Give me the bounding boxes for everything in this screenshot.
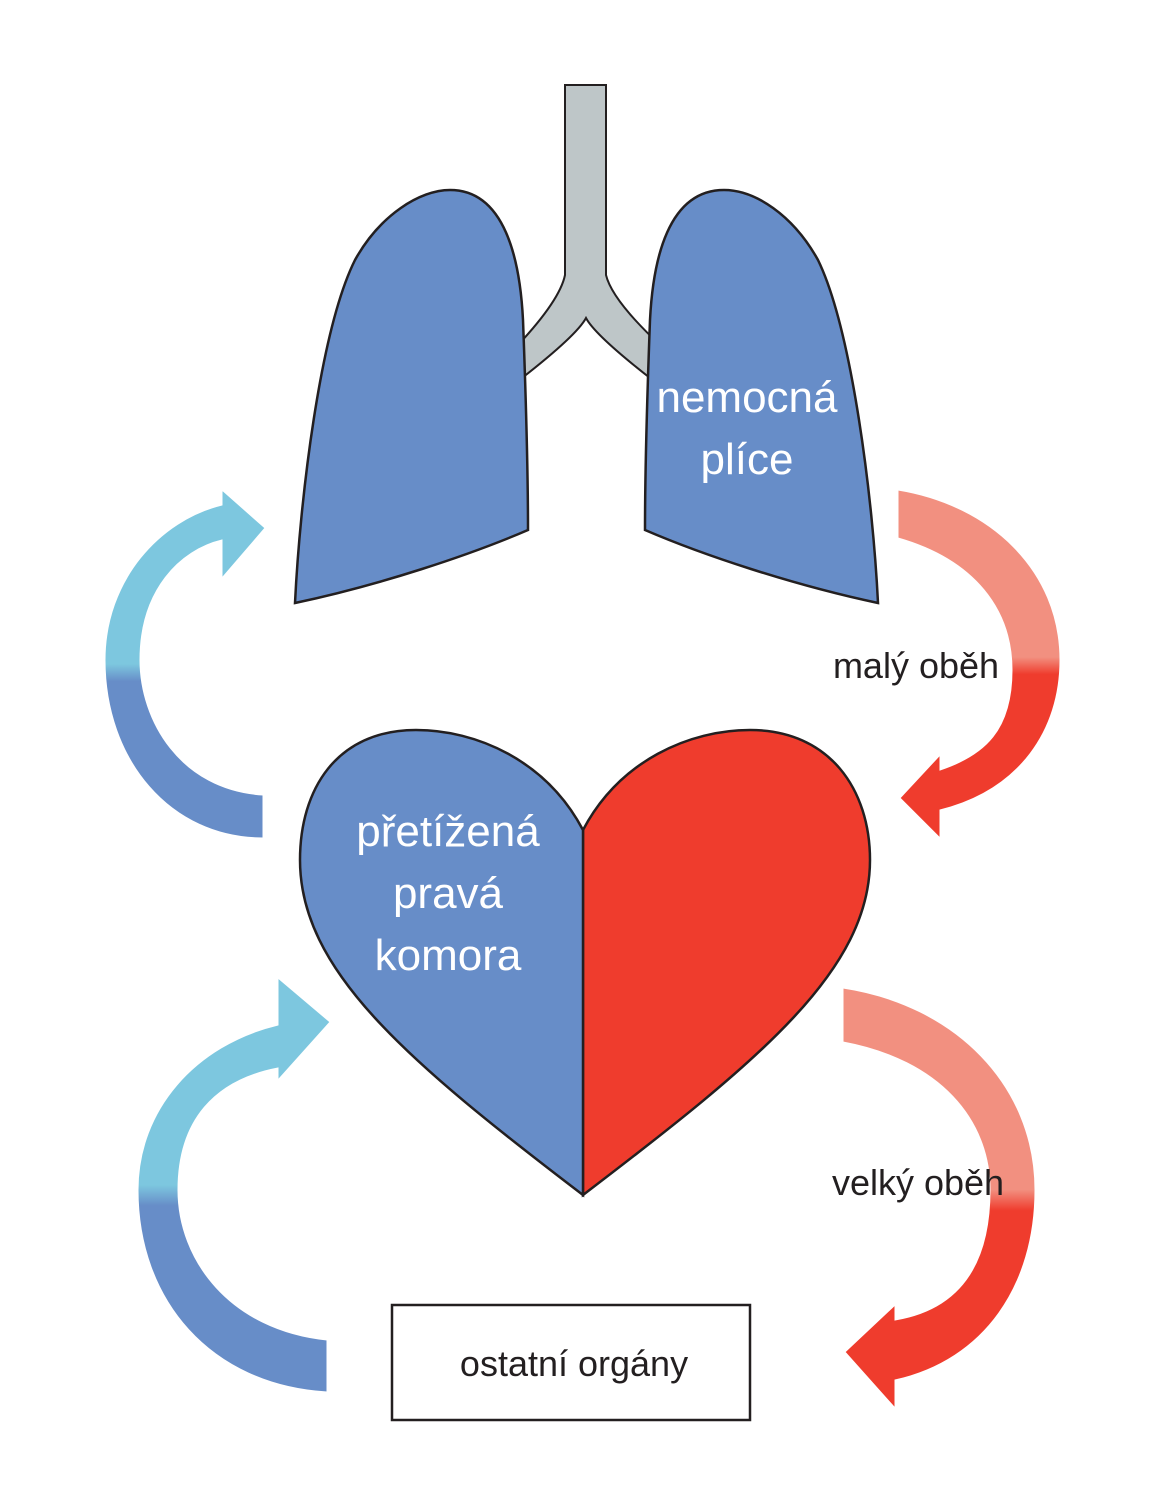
heart-label-line1: přetížená [356,807,540,856]
diseased-lung-label-line2: plíce [701,435,794,484]
arrow-heart-to-lungs [104,488,266,839]
large-circulation-label: velký oběh [832,1162,1004,1203]
right-lung-diseased [643,188,880,605]
arrow-lungs-to-heart [897,489,1061,840]
heart-label-line3: komora [375,931,522,980]
diseased-lung-label-line1: nemocná [656,373,838,422]
other-organs-label: ostatní orgány [460,1343,688,1384]
arrow-organs-to-heart [137,976,331,1393]
heart-left-ventricle [581,728,872,1198]
trachea [516,84,662,380]
arrow-heart-to-organs [842,987,1036,1410]
heart-right-ventricle-overloaded [298,728,585,1198]
heart-label-line2: pravá [393,869,504,918]
other-organs-box [390,1303,752,1422]
small-circulation-label: malý oběh [833,645,999,686]
left-lung [293,188,530,605]
